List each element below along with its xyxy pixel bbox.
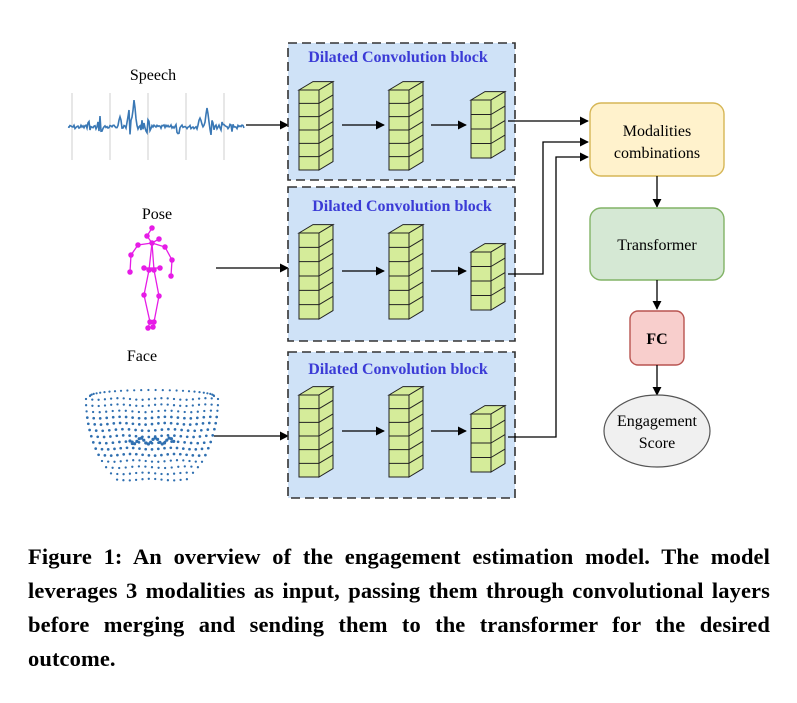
architecture-diagram: Speech Pose Face Dilated Convolution blo… — [67, 42, 725, 499]
face-pointcloud-icon — [84, 388, 220, 482]
score-label-line2: Score — [639, 435, 675, 452]
conv-block-title: Dilated Convolution block — [308, 49, 488, 66]
conv-block-face: Dilated Convolution block — [287, 351, 516, 499]
face-label: Face — [127, 348, 157, 365]
modalities-label-line1: Modalities — [623, 123, 691, 140]
conv-block-title: Dilated Convolution block — [312, 198, 492, 215]
modalities-combinations-box: Modalities combinations — [589, 102, 725, 177]
engagement-score-node: Engagement Score — [603, 394, 711, 468]
figure-caption: Figure 1: An overview of the engagement … — [28, 544, 770, 671]
pose-label: Pose — [142, 206, 172, 223]
fc-label: FC — [646, 331, 667, 348]
fc-box: FC — [629, 310, 685, 366]
block-to-modalities-connectors — [508, 116, 589, 438]
conv-block-pose: Dilated Convolution block — [287, 186, 516, 342]
conv-block-speech: Dilated Convolution block — [287, 42, 516, 181]
transformer-box: Transformer — [589, 207, 725, 281]
modalities-label-line2: combinations — [614, 145, 700, 162]
conv-block-title: Dilated Convolution block — [308, 361, 488, 378]
pose-skeleton-icon — [127, 225, 175, 331]
speech-waveform-icon — [67, 93, 245, 160]
score-label-line1: Engagement — [617, 413, 698, 430]
speech-label: Speech — [130, 67, 176, 84]
transformer-label: Transformer — [617, 237, 697, 254]
